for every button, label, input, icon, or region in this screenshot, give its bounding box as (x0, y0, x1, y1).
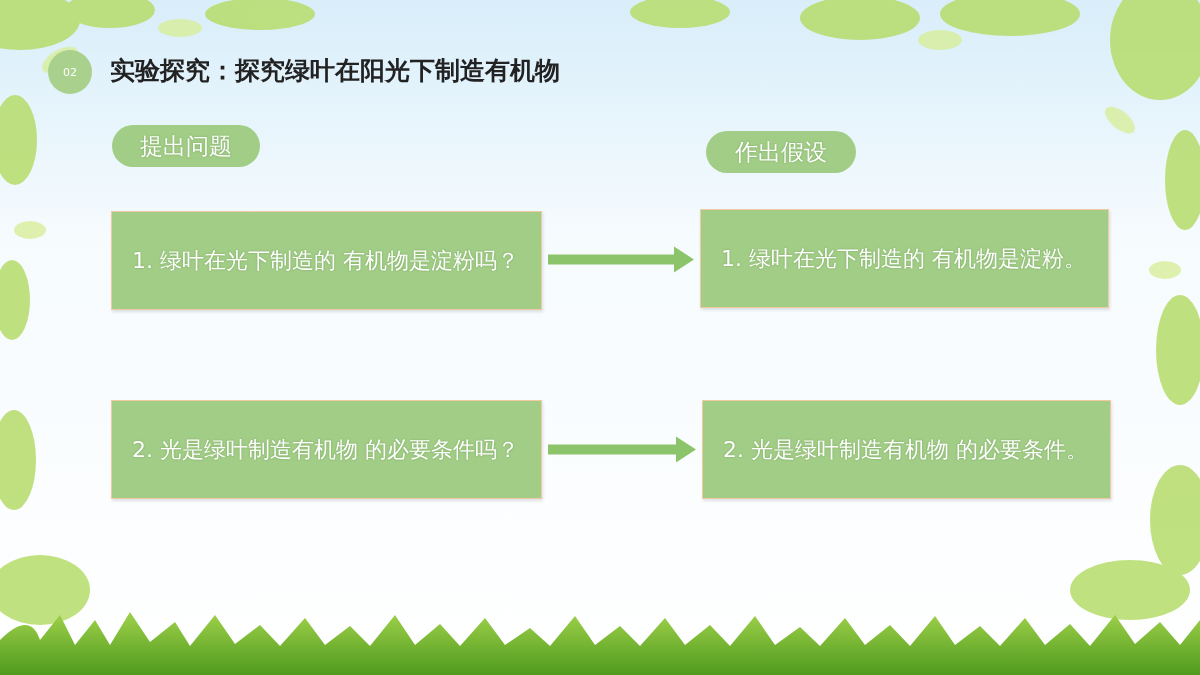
hypothesis-box: 1. 绿叶在光下制造的 有机物是淀粉。 (700, 209, 1109, 308)
node-text: 作出假设 (735, 137, 827, 168)
slide-title: 实验探究：探究绿叶在阳光下制造有机物 (110, 54, 560, 87)
node-text: 提出问题 (140, 131, 232, 162)
section-pill: 提出问题 (112, 125, 260, 167)
node-text: 2. 光是绿叶制造有机物 的必要条件。 (723, 434, 1088, 466)
question-box: 2. 光是绿叶制造有机物 的必要条件吗？ (111, 400, 542, 499)
question-box: 1. 绿叶在光下制造的 有机物是淀粉吗？ (111, 211, 542, 310)
node-text: 1. 绿叶在光下制造的 有机物是淀粉吗？ (132, 245, 519, 277)
hypothesis-box: 2. 光是绿叶制造有机物 的必要条件。 (702, 400, 1111, 499)
number-badge: 02 (48, 50, 92, 94)
block-arrow (548, 437, 696, 463)
node-text: 02 (63, 66, 77, 79)
node-text: 1. 绿叶在光下制造的 有机物是淀粉。 (721, 243, 1086, 275)
block-arrow (548, 247, 694, 273)
section-pill: 作出假设 (706, 131, 856, 173)
node-text: 2. 光是绿叶制造有机物 的必要条件吗？ (132, 434, 519, 466)
